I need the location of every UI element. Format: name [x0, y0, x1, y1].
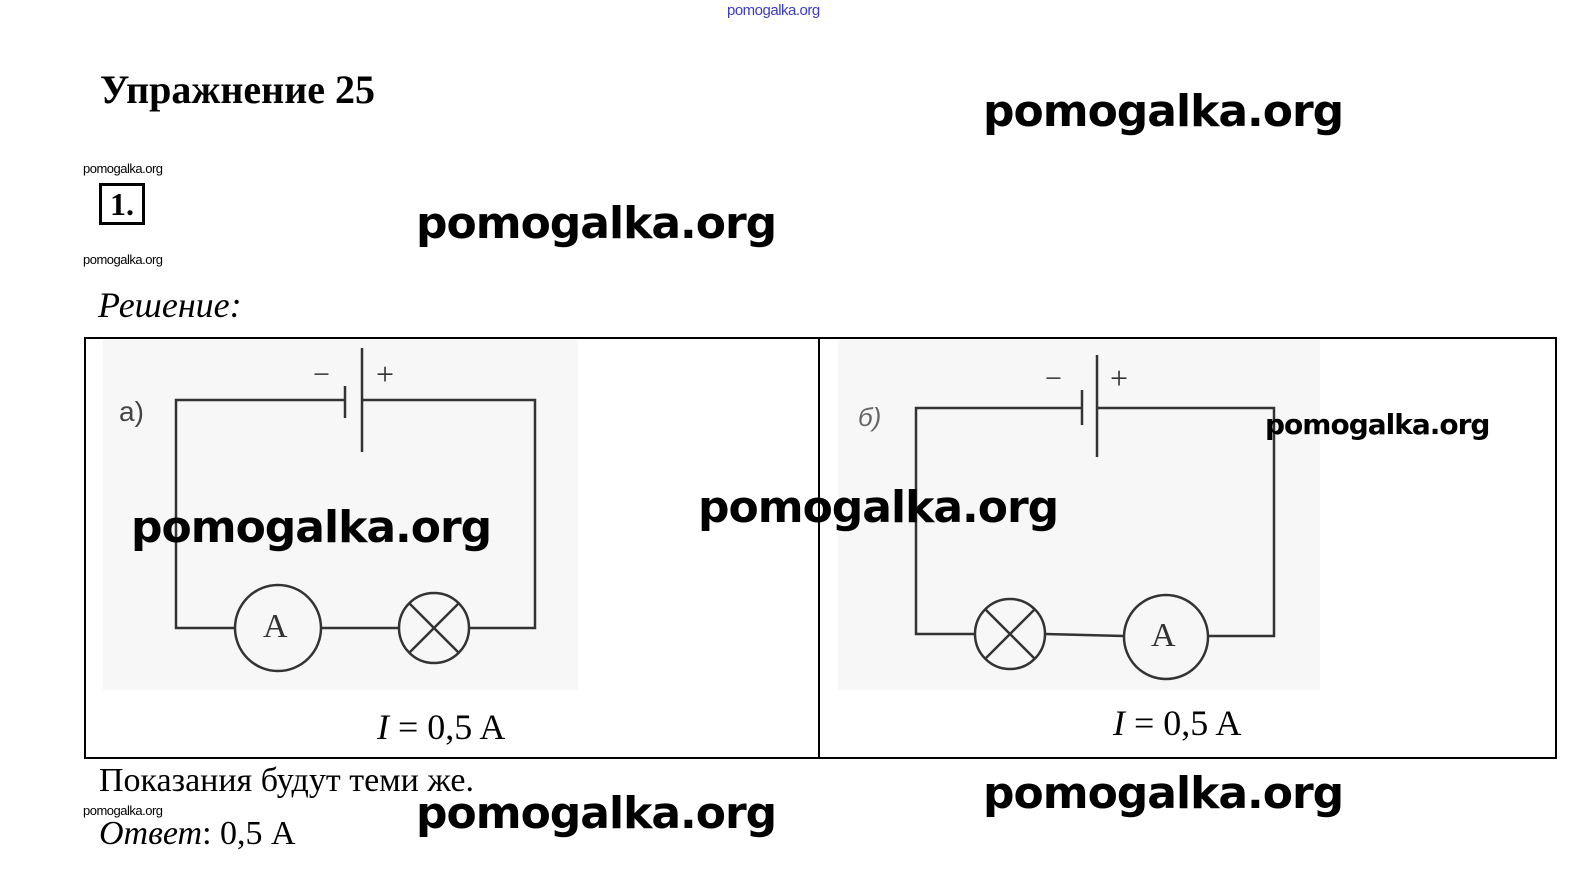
watermark: pomogalka.org [416, 788, 777, 839]
watermark: pomogalka.org [983, 86, 1344, 137]
battery-plus: + [1110, 360, 1129, 396]
task-number: 1. [99, 183, 145, 225]
answer-value: : 0,5 А [202, 815, 296, 852]
current-formula-a: I = 0,5 A [377, 706, 505, 748]
watermark: pomogalka.org [131, 502, 492, 553]
exercise-title: Упражнение 25 [100, 67, 376, 112]
table-divider [818, 337, 820, 758]
figure-a-label: а) [119, 396, 144, 427]
lamp-symbol [397, 591, 471, 665]
ammeter-symbol [1122, 593, 1210, 681]
figure-a-background [103, 340, 578, 690]
watermark-small: pomogalka.org [83, 803, 163, 818]
current-value: = 0,5 A [398, 707, 506, 747]
circuit-b [914, 355, 1276, 681]
watermark: pomogalka.org [1265, 408, 1490, 441]
current-formula-b: I = 0,5 A [1113, 702, 1241, 744]
answer-label: Ответ [99, 815, 203, 852]
ammeter-symbol [233, 583, 323, 673]
solution-label: Решение: [98, 285, 242, 325]
watermark-top: pomogalka.org [727, 2, 820, 19]
wire [1097, 406, 1276, 638]
current-variable: I [1113, 703, 1125, 743]
watermark: pomogalka.org [698, 482, 1059, 533]
battery-minus: − [1045, 362, 1062, 395]
wire [362, 398, 537, 630]
watermark: pomogalka.org [983, 768, 1344, 819]
conclusion-text: Показания будут теми же. [99, 762, 475, 799]
ammeter-label: A [263, 608, 288, 645]
current-variable: I [377, 707, 389, 747]
wire [914, 406, 1082, 636]
watermark-small: pomogalka.org [83, 161, 163, 176]
lamp-symbol [973, 597, 1047, 671]
current-value: = 0,5 A [1134, 703, 1242, 743]
answer-line: Ответ: 0,5 А [99, 815, 296, 853]
solution-table [84, 337, 1557, 759]
battery-minus: − [313, 358, 330, 391]
figure-b-label: б) [858, 402, 882, 432]
battery-plus: + [376, 356, 395, 392]
circuit-a [174, 348, 537, 673]
figure-b-background [838, 340, 1320, 690]
wire [174, 398, 345, 630]
watermark-small: pomogalka.org [83, 252, 163, 267]
ammeter-label: A [1151, 617, 1176, 654]
wire [1044, 632, 1125, 638]
watermark: pomogalka.org [416, 198, 777, 249]
